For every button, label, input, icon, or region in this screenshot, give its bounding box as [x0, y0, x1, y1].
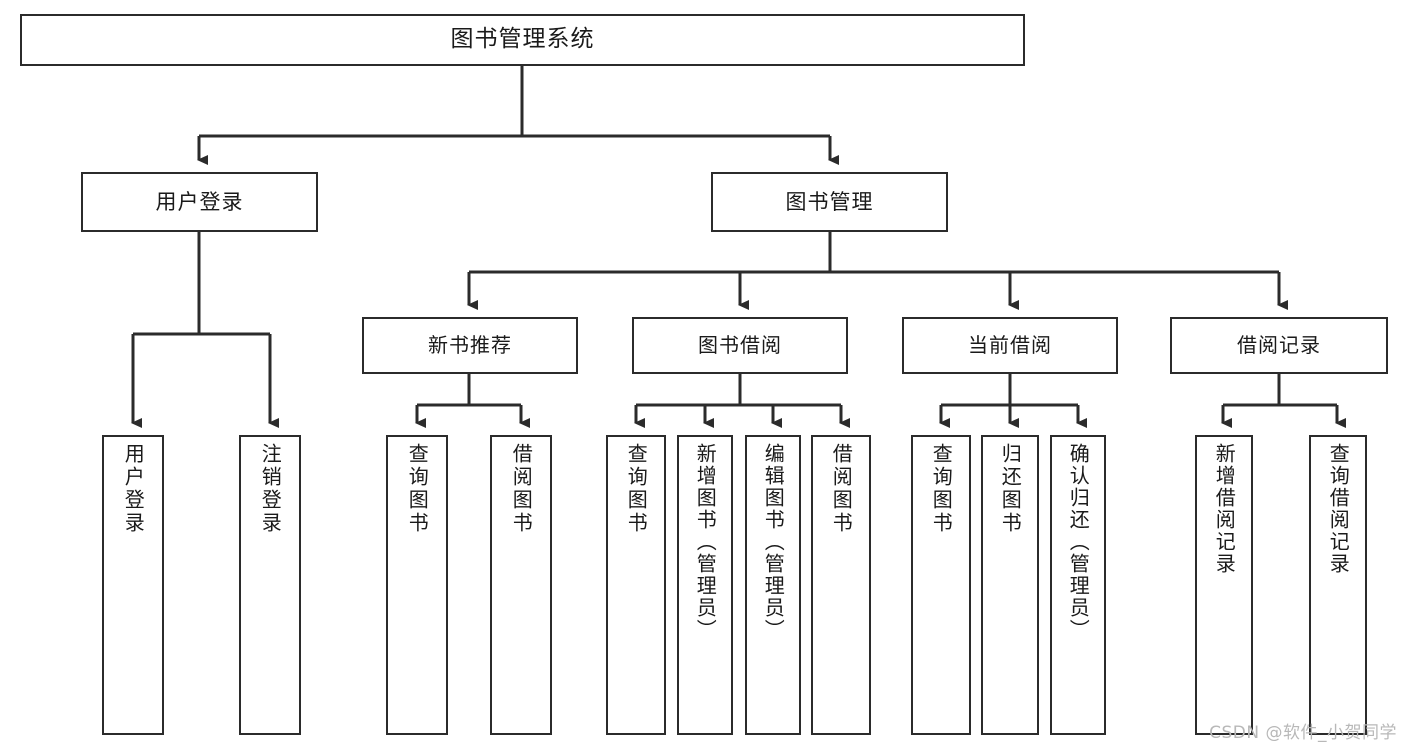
- leaf-add-borrow-record-label: 新增借阅记录: [1212, 443, 1237, 575]
- leaf-confirm-return-label: 确认归还（管理员）: [1066, 443, 1091, 641]
- leaf-return-book-label: 归还图书: [998, 443, 1023, 535]
- leaf-logout[interactable]: 注销登录: [239, 435, 301, 735]
- leaf-user-login[interactable]: 用户登录: [102, 435, 164, 735]
- leaf-edit-book[interactable]: 编辑图书（管理员）: [745, 435, 801, 735]
- leaf-query-book-2[interactable]: 查询图书: [606, 435, 666, 735]
- leaf-user-login-label: 用户登录: [121, 443, 146, 535]
- node-new-book-recommend[interactable]: 新书推荐: [362, 317, 578, 374]
- leaf-add-borrow-record[interactable]: 新增借阅记录: [1195, 435, 1253, 735]
- node-new-book-recommend-label: 新书推荐: [428, 332, 512, 357]
- node-user-login[interactable]: 用户登录: [81, 172, 318, 232]
- node-book-management[interactable]: 图书管理: [711, 172, 948, 232]
- node-borrow-record[interactable]: 借阅记录: [1170, 317, 1388, 374]
- leaf-return-book[interactable]: 归还图书: [981, 435, 1039, 735]
- node-book-management-label: 图书管理: [785, 189, 874, 214]
- leaf-query-book-2-label: 查询图书: [624, 443, 649, 535]
- leaf-query-book-3[interactable]: 查询图书: [911, 435, 971, 735]
- leaf-query-book-3-label: 查询图书: [929, 443, 954, 535]
- leaf-confirm-return[interactable]: 确认归还（管理员）: [1050, 435, 1106, 735]
- leaf-logout-label: 注销登录: [258, 443, 283, 535]
- node-book-borrow[interactable]: 图书借阅: [632, 317, 848, 374]
- leaf-query-book-1-label: 查询图书: [405, 443, 430, 535]
- leaf-query-book-1[interactable]: 查询图书: [386, 435, 448, 735]
- node-current-borrow[interactable]: 当前借阅: [902, 317, 1118, 374]
- node-current-borrow-label: 当前借阅: [968, 332, 1052, 357]
- node-root-system-label: 图书管理系统: [450, 26, 595, 53]
- leaf-borrow-book-2-label: 借阅图书: [829, 443, 854, 535]
- leaf-add-book[interactable]: 新增图书（管理员）: [677, 435, 733, 735]
- node-book-borrow-label: 图书借阅: [698, 332, 782, 357]
- leaf-query-borrow-record-label: 查询借阅记录: [1326, 443, 1351, 575]
- node-root-system[interactable]: 图书管理系统: [20, 14, 1025, 66]
- watermark-text: CSDN @软件_小贺同学: [1209, 723, 1397, 743]
- node-borrow-record-label: 借阅记录: [1237, 332, 1321, 357]
- leaf-borrow-book-1-label: 借阅图书: [509, 443, 534, 535]
- leaf-edit-book-label: 编辑图书（管理员）: [761, 443, 786, 641]
- leaf-borrow-book-2[interactable]: 借阅图书: [811, 435, 871, 735]
- node-user-login-label: 用户登录: [155, 189, 244, 214]
- leaf-add-book-label: 新增图书（管理员）: [693, 443, 718, 641]
- leaf-query-borrow-record[interactable]: 查询借阅记录: [1309, 435, 1367, 735]
- leaf-borrow-book-1[interactable]: 借阅图书: [490, 435, 552, 735]
